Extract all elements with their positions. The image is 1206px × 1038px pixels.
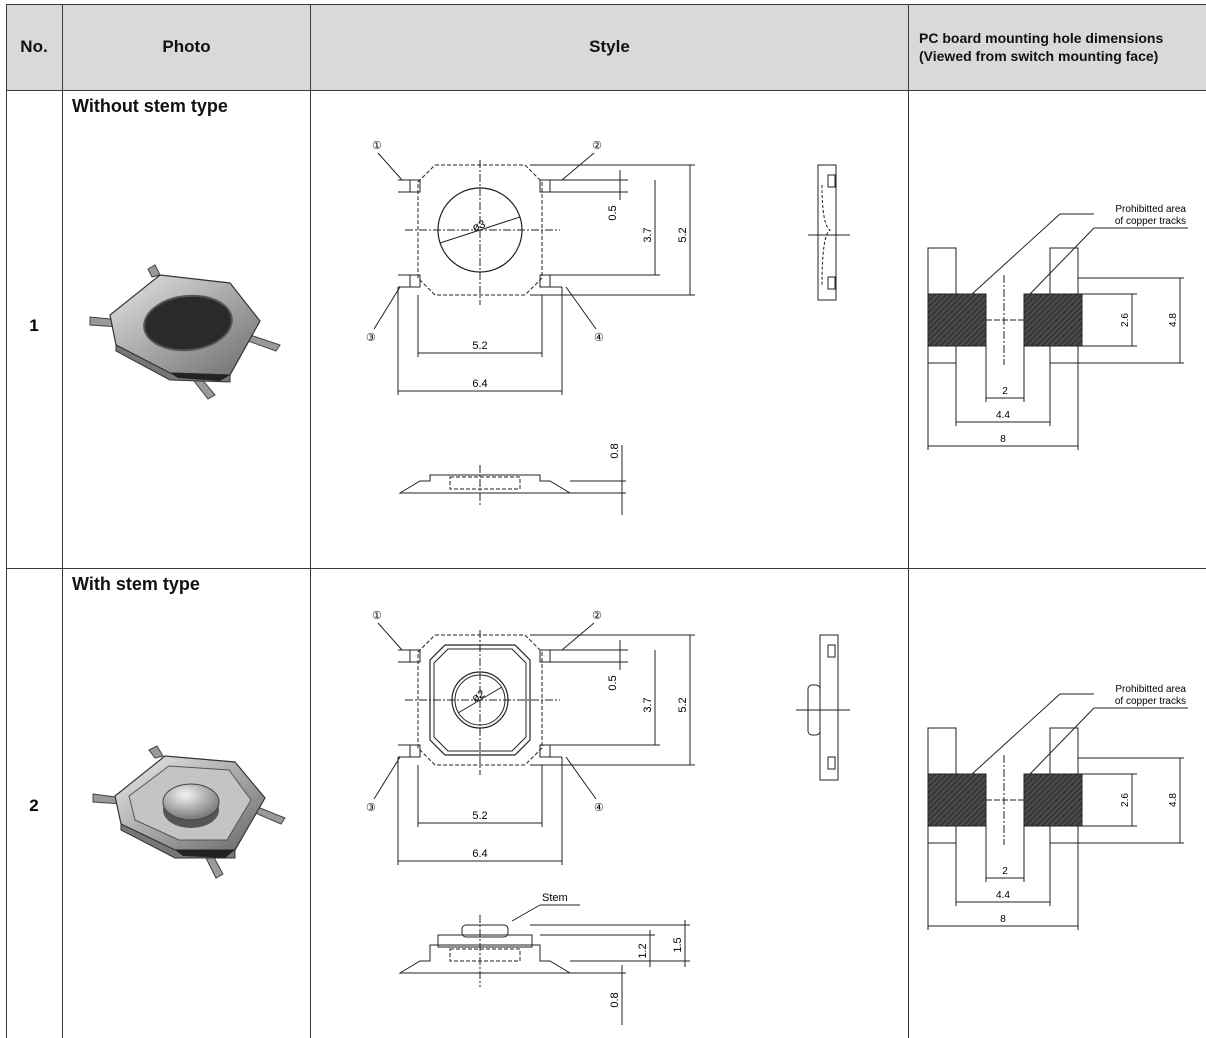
dim-1-5: 1.5 bbox=[672, 937, 684, 952]
pcb-note-line2-1: of copper tracks bbox=[1115, 216, 1186, 227]
pcb-note-line1-2: Prohibitted area bbox=[1115, 684, 1186, 695]
col-line-0 bbox=[6, 4, 7, 1038]
row-divider bbox=[6, 568, 1206, 569]
pcb-dim-8-1: 8 bbox=[1000, 434, 1006, 445]
header-pcb: PC board mounting hole dimensions (Viewe… bbox=[909, 4, 1206, 90]
pcb-dim-2-6-1: 2.6 bbox=[1120, 313, 1131, 327]
col-line-1 bbox=[62, 4, 63, 1038]
table-border-top bbox=[6, 4, 1206, 5]
dim-0-8-2: 0.8 bbox=[609, 992, 621, 1007]
pcb-dim-2-2: 2 bbox=[1002, 866, 1008, 877]
terminal-2-label-2: ② bbox=[592, 610, 602, 622]
pcb-dim-4-4-1: 4.4 bbox=[996, 410, 1010, 421]
pcb-dim-8-2: 8 bbox=[1000, 914, 1006, 925]
dim-3-7: 3.7 bbox=[642, 227, 654, 242]
dim-6-4-2: 6.4 bbox=[472, 848, 487, 860]
header-divider bbox=[6, 90, 1206, 91]
row-number-1: 1 bbox=[29, 316, 39, 335]
dim-3-7-2: 3.7 bbox=[642, 697, 654, 712]
pcb-dim-4-8-1: 4.8 bbox=[1168, 313, 1179, 327]
row-title-1: Without stem type bbox=[72, 96, 228, 116]
diameter-label-1: ø3 bbox=[471, 218, 487, 234]
pcb-drawing-1: Prohibitted area of copper tracks 2.6 4.… bbox=[927, 204, 1188, 450]
col-line-3 bbox=[908, 4, 909, 1038]
header-pcb-line2: (Viewed from switch mounting face) bbox=[919, 48, 1159, 64]
header-style: Style bbox=[311, 4, 908, 90]
terminal-1-label: ① bbox=[372, 140, 382, 152]
dim-1-2: 1.2 bbox=[637, 943, 649, 958]
terminal-1-label-2: ① bbox=[372, 610, 382, 622]
row-title-2: With stem type bbox=[72, 574, 200, 594]
terminal-2-label: ② bbox=[592, 140, 602, 152]
terminal-3-label-2: ③ bbox=[366, 802, 376, 814]
diameter-label-2: ø2 bbox=[470, 688, 487, 705]
dim-0-5: 0.5 bbox=[607, 205, 619, 220]
col-line-2 bbox=[310, 4, 311, 1038]
dim-5-2-horizontal-2: 5.2 bbox=[472, 810, 487, 822]
spec-table: No. Photo Style PC board mounting hole d… bbox=[6, 4, 1206, 1038]
pcb-dim-2-6-2: 2.6 bbox=[1120, 793, 1131, 807]
dim-6-4: 6.4 bbox=[472, 378, 487, 390]
dim-0-5-2: 0.5 bbox=[607, 675, 619, 690]
terminal-4-label: ④ bbox=[594, 332, 604, 344]
dim-5-2-vertical: 5.2 bbox=[677, 227, 689, 242]
switch-photo-2 bbox=[92, 745, 286, 879]
pcb-note-line1-1: Prohibitted area bbox=[1115, 204, 1186, 215]
pcb-dim-2-1: 2 bbox=[1002, 386, 1008, 397]
row-number-2: 2 bbox=[29, 796, 39, 815]
pcb-dim-4-4-2: 4.4 bbox=[996, 890, 1010, 901]
style-drawing-2: ø2 ① ② ③ ④ 0.5 3.7 5.2 5.2 6.4 Stem 1.2 … bbox=[366, 610, 850, 1025]
pcb-dim-4-8-2: 4.8 bbox=[1168, 793, 1179, 807]
header-photo: Photo bbox=[63, 4, 310, 90]
header-no: No. bbox=[6, 4, 62, 90]
terminal-4-label-2: ④ bbox=[594, 802, 604, 814]
stem-label: Stem bbox=[542, 892, 568, 904]
dim-5-2-horizontal: 5.2 bbox=[472, 340, 487, 352]
switch-photo-1 bbox=[89, 264, 281, 400]
terminal-3-label: ③ bbox=[366, 332, 376, 344]
dim-5-2-vertical-2: 5.2 bbox=[677, 697, 689, 712]
dim-0-8: 0.8 bbox=[609, 443, 621, 458]
pcb-drawing-2: Prohibitted area of copper tracks 2.6 4.… bbox=[927, 684, 1188, 930]
pcb-note-line2-2: of copper tracks bbox=[1115, 696, 1186, 707]
style-drawing-1: ø3 ① ② ③ ④ 0.5 3.7 5.2 5.2 6.4 0.8 bbox=[366, 140, 850, 515]
header-pcb-line1: PC board mounting hole dimensions bbox=[919, 30, 1164, 46]
